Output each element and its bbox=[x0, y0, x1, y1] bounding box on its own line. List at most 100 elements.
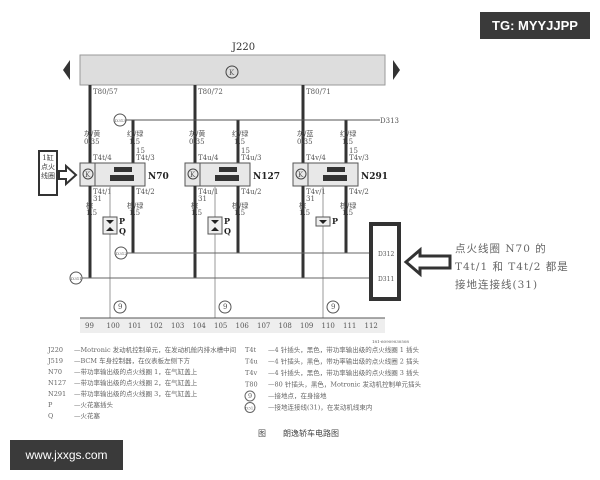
legend-desc: —火花塞插头 bbox=[74, 400, 114, 409]
t80-pin-label: T80/57 bbox=[93, 88, 118, 96]
legend-key: T80 bbox=[245, 381, 258, 389]
d311-circle-label: D311 bbox=[71, 276, 82, 281]
ruler-tick-label: 110 bbox=[322, 322, 335, 330]
right-arrow-icon bbox=[393, 60, 400, 80]
highlight-box bbox=[369, 222, 401, 301]
pin-1: T4t/1 bbox=[93, 188, 112, 196]
legend-desc: —4 针插头，黑色，带功率输出级的点火线圈 1 插头 bbox=[268, 345, 419, 354]
wire-color-b: 红/绿 bbox=[127, 129, 143, 138]
plug-q-label: Q bbox=[224, 226, 231, 236]
ground-point-label: 9 bbox=[223, 303, 227, 311]
pin-31: 31 bbox=[306, 195, 315, 203]
watermark-top: TG: MYYJJPP bbox=[480, 12, 590, 39]
gauge-b: 1.5 bbox=[234, 138, 245, 146]
gauge-b: 1.5 bbox=[129, 138, 140, 146]
ruler-tick-label: 101 bbox=[128, 322, 141, 330]
legend-desc: —4 针插头，黑色，带功率输出级的点火线圈 2 插头 bbox=[268, 357, 419, 366]
pin-4: T4t/4 bbox=[93, 154, 112, 162]
ruler-tick-label: 105 bbox=[214, 322, 227, 330]
ecu-symbol-circle bbox=[225, 65, 239, 79]
gauge-a: 0.35 bbox=[84, 138, 100, 146]
ruler-tick-label: 103 bbox=[171, 322, 184, 330]
gauge-a: 0.35 bbox=[189, 138, 205, 146]
coil-k-symbol bbox=[82, 168, 94, 180]
pin-31: 31 bbox=[93, 195, 102, 203]
legend-desc: —4 针插头，黑色，带功率输出级的点火线圈 3 插头 bbox=[268, 368, 419, 377]
legend-desc: —接地连接线(31)，在发动机线束内 bbox=[268, 403, 372, 412]
legend-key: N127 bbox=[48, 379, 66, 387]
legend-key: Q bbox=[48, 412, 53, 420]
ruler-tick-label: 102 bbox=[150, 322, 163, 330]
legend-key: P bbox=[48, 401, 53, 409]
gauge-d: 1.5 bbox=[129, 209, 140, 217]
t80-pin-label: T80/72 bbox=[198, 88, 223, 96]
ground-point-label: 9 bbox=[331, 303, 335, 311]
wire-color-a: 灰/黄 bbox=[84, 129, 100, 138]
annotation-note: 点火线圈 N70 的 T4t/1 和 T4t/2 都是接地连接线(31) bbox=[455, 243, 569, 291]
pointer-arrow-icon bbox=[403, 246, 452, 278]
gauge-d: 1.5 bbox=[342, 209, 353, 217]
pin-4: T4v/4 bbox=[306, 154, 326, 162]
spark-plug-icon bbox=[102, 216, 118, 235]
ruler-tick-label: 106 bbox=[236, 322, 250, 330]
pin-15: 15 bbox=[349, 147, 358, 155]
ground-point-circle bbox=[326, 300, 340, 314]
coil-k-label: K bbox=[190, 171, 196, 179]
coil-winding-primary bbox=[219, 167, 237, 172]
caption-prefix: 图 bbox=[258, 429, 266, 438]
legend-key: T4u bbox=[245, 358, 258, 366]
part-code: 181-60909030508 bbox=[372, 339, 409, 344]
coil-k-symbol bbox=[295, 168, 307, 180]
watermark-bottom: www.jxxgs.com bbox=[10, 440, 123, 470]
ruler-tick-label: 104 bbox=[193, 322, 207, 330]
ruler-tick-label: 109 bbox=[300, 322, 313, 330]
d313-label: D313 bbox=[380, 117, 399, 125]
legend-desc: —80 针插头，黑色，Motronic 发动机控制单元插头 bbox=[268, 380, 422, 389]
legend-desc: —火花塞 bbox=[74, 411, 101, 420]
pin-2: T4t/2 bbox=[136, 188, 155, 196]
d312-label: D312 bbox=[378, 251, 394, 258]
legend-key: D311 bbox=[245, 406, 256, 411]
wire-color-a: 灰/蓝 bbox=[297, 129, 313, 138]
pin-15: 15 bbox=[136, 147, 145, 155]
gauge-a: 0.35 bbox=[297, 138, 313, 146]
legend-desc: —接地点，在身接地 bbox=[268, 391, 327, 400]
coil-k-symbol bbox=[187, 168, 199, 180]
wire-color-d: 棕/绿 bbox=[127, 201, 143, 210]
d311-label: D311 bbox=[378, 276, 394, 283]
coil-k-label: K bbox=[298, 171, 304, 179]
coil-1-label-box: 1缸点火线圈 bbox=[38, 150, 58, 196]
coil-name: N127 bbox=[253, 172, 280, 182]
coil-winding-secondary bbox=[323, 175, 347, 181]
coil-winding-primary bbox=[327, 167, 345, 172]
pin-2: T4u/2 bbox=[241, 188, 261, 196]
d312-circle-label: D312 bbox=[116, 251, 127, 256]
coil-name: N291 bbox=[361, 172, 388, 182]
plug-q-label: Q bbox=[119, 226, 126, 236]
ecu-block bbox=[79, 54, 386, 86]
legend: J220—Motronic 发动机控制单元，在发动机舱内排水槽中间J519—BC… bbox=[47, 345, 422, 420]
d312-circle bbox=[114, 246, 128, 260]
legend-desc: —Motronic 发动机控制单元，在发动机舱内排水槽中间 bbox=[74, 345, 236, 354]
pin-1: T4v/1 bbox=[306, 188, 326, 196]
pin-3: T4v/3 bbox=[349, 154, 369, 162]
coil-winding-primary bbox=[114, 167, 132, 172]
pin-3: T4t/3 bbox=[136, 154, 155, 162]
gauge-c: 1.5 bbox=[299, 209, 310, 217]
ground-point-circle bbox=[218, 300, 232, 314]
plug-p-label: P bbox=[119, 216, 125, 226]
coil-winding-secondary bbox=[110, 175, 134, 181]
t80-pin-label: T80/71 bbox=[306, 88, 331, 96]
pin-1: T4u/1 bbox=[198, 188, 218, 196]
legend-key: N70 bbox=[48, 368, 62, 376]
legend-key: J220 bbox=[47, 346, 63, 354]
legend-key: T4v bbox=[245, 369, 257, 377]
wire-color-a: 灰/黄 bbox=[189, 129, 205, 138]
caption-title: 朗逸轿车电路图 bbox=[283, 428, 339, 438]
coil-winding-secondary bbox=[215, 175, 239, 181]
